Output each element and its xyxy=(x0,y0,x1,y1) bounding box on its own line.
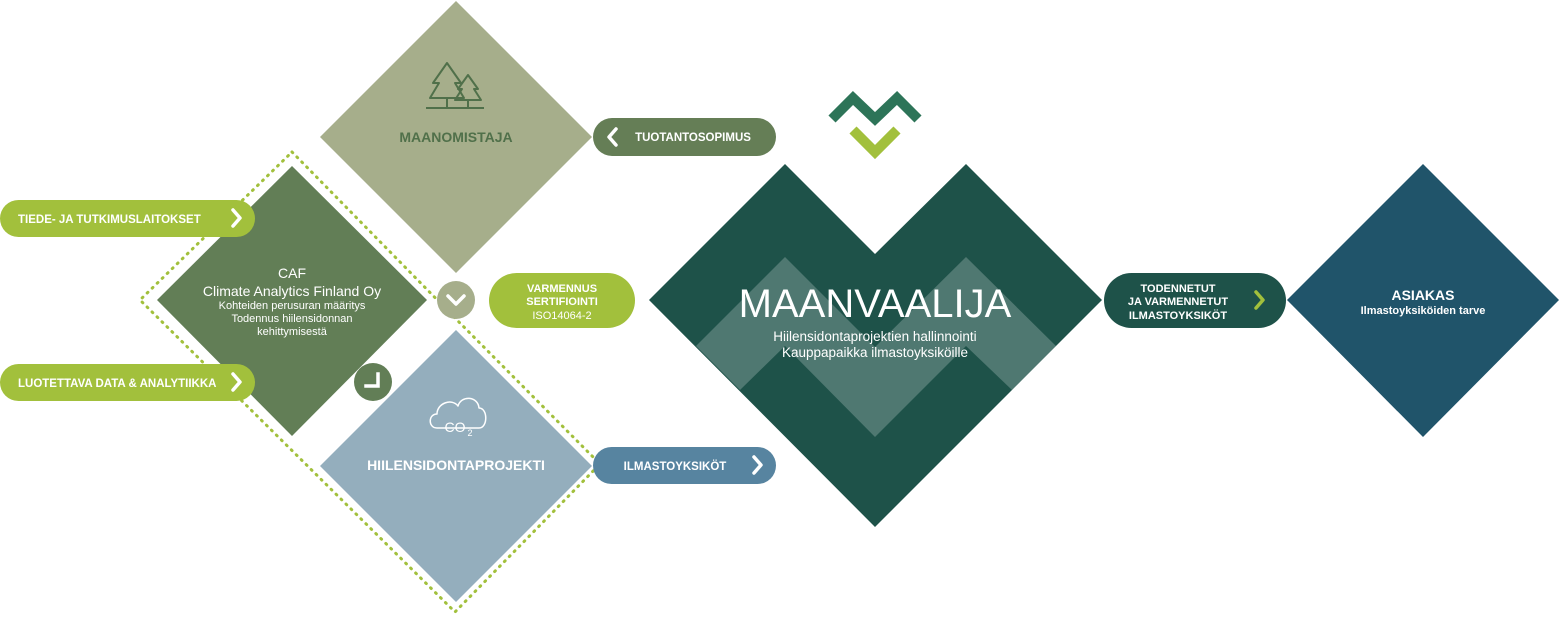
carbon-project-diamond xyxy=(320,330,592,602)
landowner-title: MAANOMISTAJA xyxy=(399,129,512,145)
maanvaalija-logo xyxy=(828,91,922,160)
verified-units-line-3: ILMASTOYKSIKÖT xyxy=(1129,309,1227,322)
landowner-node: MAANOMISTAJA xyxy=(320,1,592,273)
maanvaalija-desc-1: Hiilensidontaprojektien hallinnointi xyxy=(773,329,976,344)
caf-desc-2: Todennus hiilensidonnan xyxy=(231,313,352,325)
data-pill: LUOTETTAVA DATA & ANALYTIIKKA xyxy=(0,364,255,401)
production-contract-pill: TUOTANTOSOPIMUS xyxy=(593,118,776,156)
co2-subscript: 2 xyxy=(467,428,472,438)
verification-line-1: VARMENNUS xyxy=(527,283,597,295)
chevron-down-badge xyxy=(437,281,475,319)
maanvaalija-node: MAANVAALIJA Hiilensidontaprojektien hall… xyxy=(649,164,1102,527)
customer-diamond xyxy=(1287,164,1559,437)
verification-line-2: SERTIFIOINTI xyxy=(526,296,598,308)
production-contract-label: TUOTANTOSOPIMUS xyxy=(635,132,751,144)
landowner-diamond xyxy=(320,1,592,273)
chevron-right-icon xyxy=(1254,290,1265,310)
verified-units-pill: TODENNETUT JA VARMENNETUT ILMASTOYKSIKÖT xyxy=(1104,273,1286,328)
maanvaalija-shape xyxy=(649,164,1102,527)
co2-cloud-icon: CO 2 xyxy=(429,397,487,438)
climate-units-label: ILMASTOYKSIKÖT xyxy=(624,460,727,473)
chevron-down-icon xyxy=(446,294,466,306)
maanvaalija-desc-2: Kauppapaikka ilmastoyksiköille xyxy=(782,345,968,360)
caf-desc-1: Kohteiden perusuran määritys xyxy=(219,300,366,312)
customer-node: ASIAKAS Ilmastoyksiköiden tarve xyxy=(1287,164,1559,437)
corner-arrow-icon xyxy=(364,372,380,388)
chevron-right-icon xyxy=(231,208,242,228)
co2-text: CO xyxy=(445,419,466,435)
maanvaalija-inner-chevron xyxy=(696,257,1056,437)
corner-arrow-badge xyxy=(354,363,392,401)
chevron-left-icon xyxy=(607,127,618,147)
caf-name-short: CAF xyxy=(278,265,306,281)
trees-icon xyxy=(426,62,484,109)
data-label: LUOTETTAVA DATA & ANALYTIIKKA xyxy=(18,378,216,390)
caf-name-full: Climate Analytics Finland Oy xyxy=(203,283,381,299)
chevron-right-icon xyxy=(752,455,763,475)
verified-units-line-1: TODENNETUT xyxy=(1141,283,1216,295)
carbon-project-node: CO 2 HIILENSIDONTAPROJEKTI xyxy=(320,330,592,602)
verification-pill: VARMENNUS SERTIFIOINTI ISO14064-2 xyxy=(489,273,635,328)
customer-subtitle: Ilmastoyksiköiden tarve xyxy=(1361,305,1486,317)
caf-desc-3: kehittymisestä xyxy=(257,326,328,338)
verification-line-3: ISO14064-2 xyxy=(532,310,591,322)
verified-units-line-2: JA VARMENNETUT xyxy=(1128,296,1229,308)
climate-units-pill: ILMASTOYKSIKÖT xyxy=(593,447,776,484)
carbon-project-title: HIILENSIDONTAPROJEKTI xyxy=(367,457,545,473)
maanvaalija-title: MAANVAALIJA xyxy=(739,282,1012,326)
research-label: TIEDE- JA TUTKIMUSLAITOKSET xyxy=(18,214,201,226)
customer-title: ASIAKAS xyxy=(1391,287,1454,303)
chevron-right-icon xyxy=(231,372,242,392)
research-pill: TIEDE- JA TUTKIMUSLAITOKSET xyxy=(0,200,255,237)
